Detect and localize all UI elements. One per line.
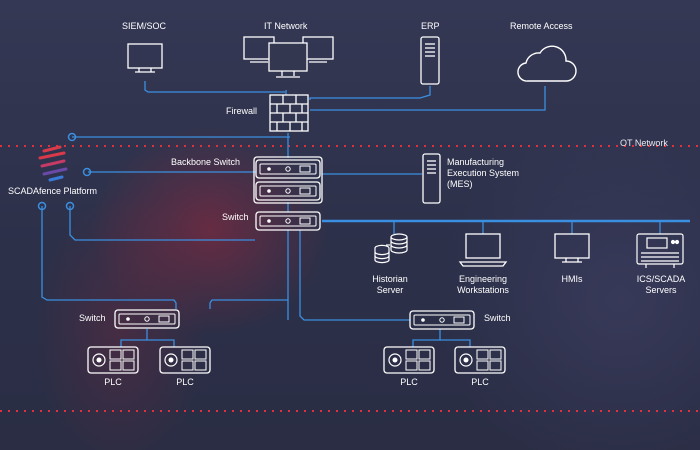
it-network-icon <box>243 36 334 78</box>
historian-label-line-2: Server <box>376 285 404 295</box>
firewall-label: Firewall <box>226 106 258 116</box>
firewall-icon <box>269 94 309 132</box>
right-switch-icon <box>409 310 475 330</box>
platform-label: SCADAfence Platform <box>8 186 98 196</box>
plc-label-3: PLC <box>400 377 418 387</box>
engineering-label-line-1: Engineering <box>458 274 508 284</box>
ics-scada-icon <box>636 233 684 268</box>
siem-monitor-icon <box>127 43 163 73</box>
connection-lines <box>41 81 690 347</box>
plc-icon-1 <box>87 346 139 374</box>
engineering-label: Engineering Workstations <box>448 274 518 296</box>
left-switch-label: Switch <box>79 313 106 323</box>
erp-label: ERP <box>421 21 440 31</box>
plc-label-1: PLC <box>104 377 122 387</box>
erp-server-icon <box>420 36 440 85</box>
plc-label-4: PLC <box>471 377 489 387</box>
main-switch-icon <box>255 211 321 231</box>
right-switch-label: Switch <box>484 313 511 323</box>
plc-icon-2 <box>159 346 211 374</box>
main-switch-label: Switch <box>222 212 249 222</box>
backbone-switch-icon <box>253 156 323 204</box>
mes-label-line-1: Manufacturing <box>447 157 505 167</box>
remote-access-label: Remote Access <box>510 21 573 31</box>
it-network-label: IT Network <box>264 21 308 31</box>
ot-network-label: OT Network <box>620 138 668 148</box>
backbone-switch-label: Backbone Switch <box>171 157 241 167</box>
mes-label-line-2: Execution System <box>447 168 520 178</box>
platform-ports <box>37 132 92 211</box>
ics-label-line-1: ICS/SCADA <box>636 274 686 284</box>
laptop-icon <box>458 233 508 267</box>
mes-label-line-3: (MES) <box>447 179 473 189</box>
historian-label-line-1: Historian <box>372 274 408 284</box>
mes-server-icon <box>422 153 441 204</box>
cloud-icon <box>517 45 577 82</box>
ics-label-line-2: Servers <box>645 285 677 295</box>
engineering-label-line-2: Workstations <box>457 285 509 295</box>
hmis-label: HMIs <box>561 274 583 284</box>
ics-scada-label: ICS/SCADA Servers <box>632 274 690 296</box>
left-switch-icon <box>114 309 180 329</box>
siem-label: SIEM/SOC <box>122 21 167 31</box>
hmi-monitor-icon <box>554 233 590 263</box>
plc-label-2: PLC <box>176 377 194 387</box>
plc-icon-3 <box>383 346 435 374</box>
plc-icon-4 <box>454 346 506 374</box>
mes-label: Manufacturing Execution System (MES) <box>447 157 519 190</box>
scadafence-logo-icon <box>38 145 68 182</box>
historian-label: Historian Server <box>364 274 416 296</box>
historian-db-icon <box>374 233 408 264</box>
